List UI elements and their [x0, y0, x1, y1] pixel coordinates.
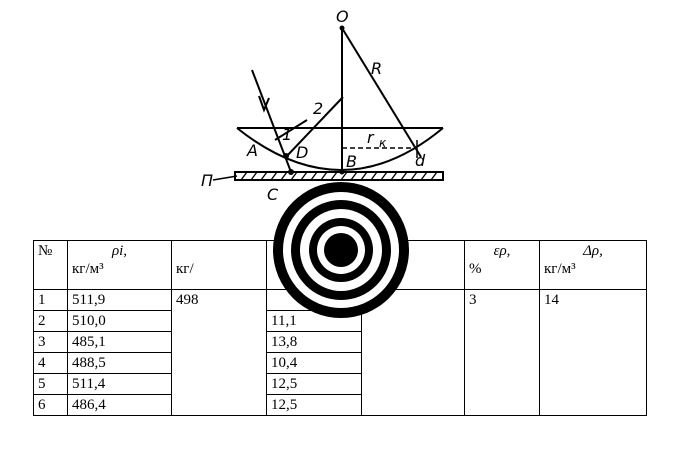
table-row: 6 486,4 12,5 [33, 394, 647, 416]
incident-ray-arrow [258, 95, 270, 113]
label-d: d [415, 151, 426, 170]
point-c [288, 169, 294, 175]
table-cell: 488,5 [67, 352, 172, 374]
reflected-ray-2 [284, 96, 344, 159]
table-row: 1 511,9 498 3 14 [33, 289, 647, 416]
newton-rings-diagram: O R 2 1 A D B d C r к П [200, 0, 445, 318]
radius-line [341, 27, 422, 158]
plate-hatching [240, 171, 438, 181]
label-d-small: D [296, 143, 308, 162]
table-cell: 2 [33, 310, 68, 332]
table-cell: 13,8 [266, 331, 362, 353]
label-p: П [201, 171, 213, 190]
table-cell: 3 [464, 289, 540, 416]
label-o: O [336, 7, 349, 26]
table-cell: 4 [33, 352, 68, 374]
interference-rings [273, 182, 409, 318]
label-a: A [246, 141, 258, 160]
point-b [339, 169, 345, 175]
table-cell: 3 [33, 331, 68, 353]
table-cell: 511,4 [67, 373, 172, 395]
header-density: ρi,кг/м³ [67, 240, 172, 290]
table-cell: 10,4 [266, 352, 362, 374]
table-cell: 510,0 [67, 310, 172, 332]
header-absolute-error: Δρ,кг/м³ [539, 240, 647, 290]
center-point [339, 25, 345, 31]
table-cell: 1 [33, 289, 68, 311]
table-cell: 6 [33, 394, 68, 416]
table-cell: 486,4 [67, 394, 172, 416]
label-2: 2 [313, 99, 323, 118]
table-cell: 5 [33, 373, 68, 395]
label-1: 1 [282, 125, 292, 144]
newton-rings-figure: O R 2 1 A D B d C r к П [195, 0, 455, 330]
table-cell: 12,5 [266, 373, 362, 395]
reflected-ray-1 [274, 119, 308, 141]
point-a [283, 153, 289, 159]
label-b: B [346, 152, 357, 171]
label-c: C [267, 185, 279, 204]
label-k: к [379, 136, 387, 150]
header-relative-error: ερ,% [464, 240, 540, 290]
table-cell: 498 [171, 289, 267, 416]
label-rk: r [367, 128, 375, 147]
header-number: № [33, 240, 68, 290]
table-row: 3 485,1 13,8 [33, 331, 647, 353]
table-row: 4 488,5 10,4 [33, 352, 647, 374]
header-mean-density: кг/ [171, 240, 267, 290]
label-p-pointer [212, 175, 238, 181]
table-cell: 12,5 [266, 394, 362, 416]
table-cell: 511,9 [67, 289, 172, 311]
table-cell: 485,1 [67, 331, 172, 353]
label-r: R [371, 59, 382, 78]
table-cell: 14 [539, 289, 647, 416]
ring-center-spot [324, 233, 358, 267]
